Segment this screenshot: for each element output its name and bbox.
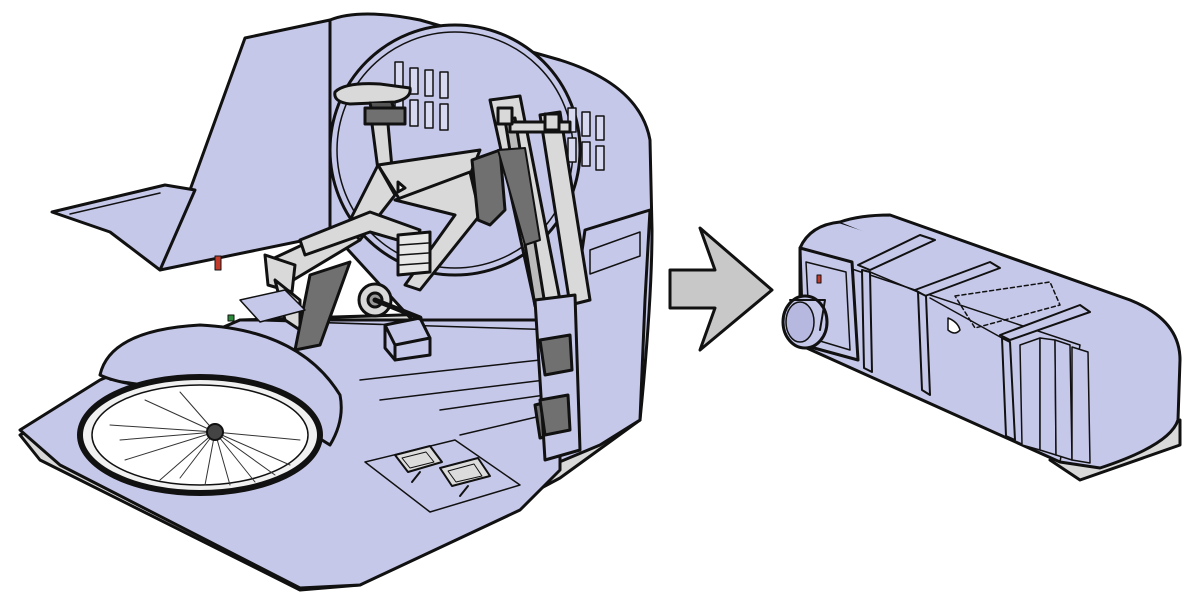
wheel-icon (77, 374, 323, 496)
saddle (333, 82, 412, 106)
arrow-right-icon (668, 226, 774, 352)
crank-block (383, 316, 432, 362)
velcro-strips-right (567, 107, 605, 171)
closed-bike-case (781, 213, 1182, 482)
chainstay-strap (293, 260, 352, 352)
rear-flap (158, 18, 332, 272)
case-pleats (1019, 337, 1091, 464)
pedal-icon (394, 445, 491, 497)
rear-flap-tray (50, 183, 197, 272)
open-bike-case (18, 12, 654, 592)
case-straps (857, 234, 1091, 441)
fork-strap (470, 148, 507, 227)
caster-wheel-icon (781, 294, 829, 350)
